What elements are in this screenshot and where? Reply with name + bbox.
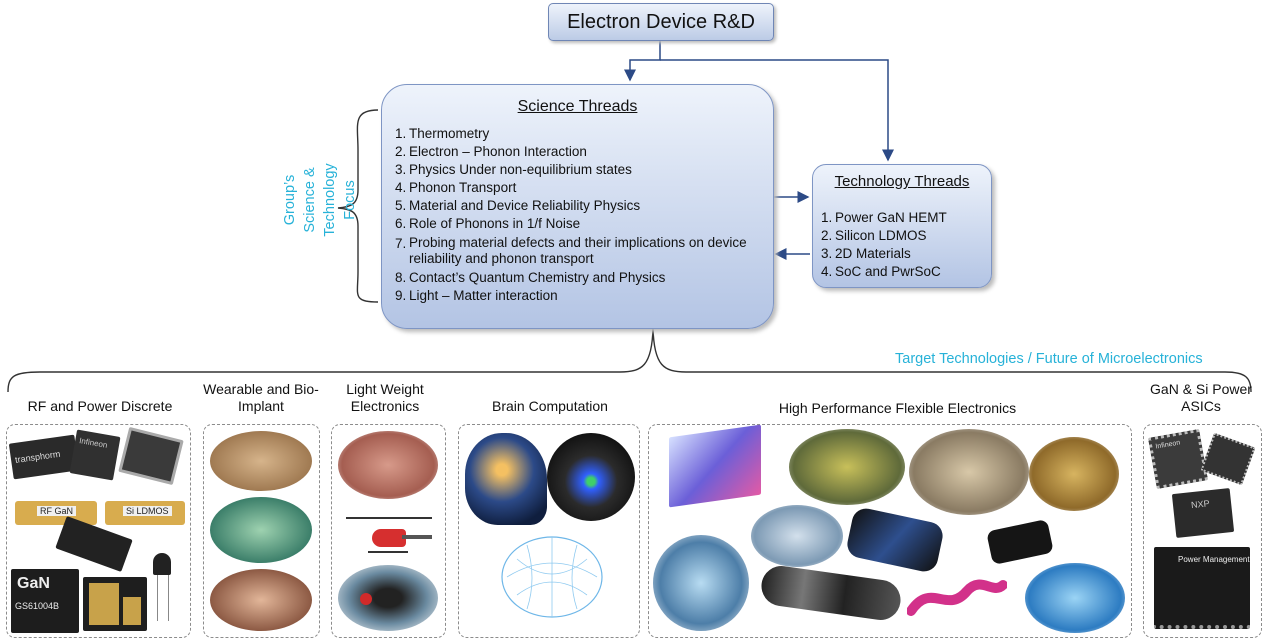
blue-flexible-panel-image <box>1025 563 1125 633</box>
brain-network-image <box>501 536 603 618</box>
science-item: 9.Light – Matter interaction <box>395 288 558 303</box>
flexible-film-image <box>653 535 749 631</box>
nxp-asic-image: NXP <box>1171 488 1235 538</box>
category-brain-computation: Brain Computation <box>492 398 608 414</box>
curved-screen-image <box>844 505 946 575</box>
panel-light-weight-electronics <box>331 424 446 638</box>
wearable-hand-image <box>210 569 312 631</box>
transistor-leads <box>157 575 169 621</box>
robot-insect-image <box>338 431 438 499</box>
panel-rf-power-discrete: transphorm Infineon RF GaN Si LDMOS GaN … <box>6 424 191 638</box>
wavy-circuit-image <box>909 429 1029 515</box>
science-item: 8.Contact’s Quantum Chemistry and Physic… <box>395 270 666 285</box>
gold-pad-chip-image <box>83 577 147 631</box>
flexible-display-roll-image <box>669 424 761 508</box>
panel-brain-computation <box>458 424 640 638</box>
category-power-asics: GaN & Si Power ASICs <box>1150 381 1252 414</box>
si-ldmos-device-image: Si LDMOS <box>105 501 185 525</box>
gold-sheet-image <box>1029 437 1119 511</box>
panel-wearable-bio-implant <box>203 424 320 638</box>
science-threads-box: Science Threads 1.Thermometry 2.Electron… <box>381 84 774 329</box>
technology-item: 2.Silicon LDMOS <box>821 228 927 243</box>
wrist-band-display-image <box>758 563 904 623</box>
bio-implant-image <box>210 497 312 563</box>
flexible-array-image <box>751 505 843 567</box>
neural-tract-image <box>547 433 635 521</box>
stretchable-circuit-image <box>789 429 905 505</box>
curved-phone-image <box>986 518 1054 566</box>
technology-threads-list: 1.Power GaN HEMT 2.Silicon LDMOS 3.2D Ma… <box>821 209 947 281</box>
robotic-fly-image <box>338 565 438 631</box>
science-item: 3.Physics Under non-equilibrium states <box>395 162 632 177</box>
gan-systems-chip-image: GaN GS61004B <box>11 569 79 633</box>
focus-brace <box>337 109 379 303</box>
science-item: 7.Probing material defects and their imp… <box>395 235 747 266</box>
technology-item: 3.2D Materials <box>821 246 911 261</box>
panel-flexible-electronics <box>648 424 1132 638</box>
science-item: 2.Electron – Phonon Interaction <box>395 144 587 159</box>
qfn-asic-image <box>1200 432 1256 486</box>
category-wearable-bio-implant: Wearable and Bio-Implant <box>203 381 319 414</box>
target-technologies-label: Target Technologies / Future of Microele… <box>895 351 1203 367</box>
helicopter-image <box>346 513 434 559</box>
rf-gan-device-image: RF GaN <box>15 501 97 525</box>
science-item: 6.Role of Phonons in 1/f Noise <box>395 216 581 231</box>
group-focus-label: Group’s Science & Technology Focus <box>282 163 358 237</box>
to92-transistor-image <box>153 553 171 575</box>
panel-power-asics: Infineon NXP Power Management <box>1143 424 1262 638</box>
technology-item: 1.Power GaN HEMT <box>821 210 947 225</box>
arrow-to-technology <box>660 59 894 162</box>
science-item: 4.Phonon Transport <box>395 180 517 195</box>
power-management-ic-image: Power Management <box>1154 547 1250 629</box>
transphorm-chip-image: transphorm <box>8 434 80 480</box>
science-threads-heading: Science Threads <box>517 98 638 115</box>
technology-threads-heading: Technology Threads <box>834 173 970 190</box>
infineon-asic-image: Infineon <box>1147 428 1209 490</box>
science-item: 5.Material and Device Reliability Physic… <box>395 198 641 213</box>
electron-device-rd-title: Electron Device R&D <box>548 3 774 41</box>
power-package-image <box>118 426 184 486</box>
category-flexible-electronics: High Performance Flexible Electronics <box>778 400 1017 416</box>
head-brain-image <box>465 433 547 525</box>
technology-item: 4.SoC and PwrSoC <box>821 264 941 279</box>
science-item: 1.Thermometry <box>395 126 490 141</box>
category-light-weight-electronics: Light Weight Electronics <box>346 381 424 414</box>
arrow-to-science <box>624 40 661 82</box>
skin-sensor-image <box>210 431 312 491</box>
technology-threads-box: Technology Threads 1.Power GaN HEMT 2.Si… <box>812 164 992 288</box>
science-threads-list: 1.Thermometry 2.Electron – Phonon Intera… <box>395 125 765 305</box>
pink-ribbon-device-image <box>907 579 1007 616</box>
category-rf-power-discrete: RF and Power Discrete <box>27 398 173 414</box>
infineon-chip-image: Infineon <box>69 429 121 481</box>
